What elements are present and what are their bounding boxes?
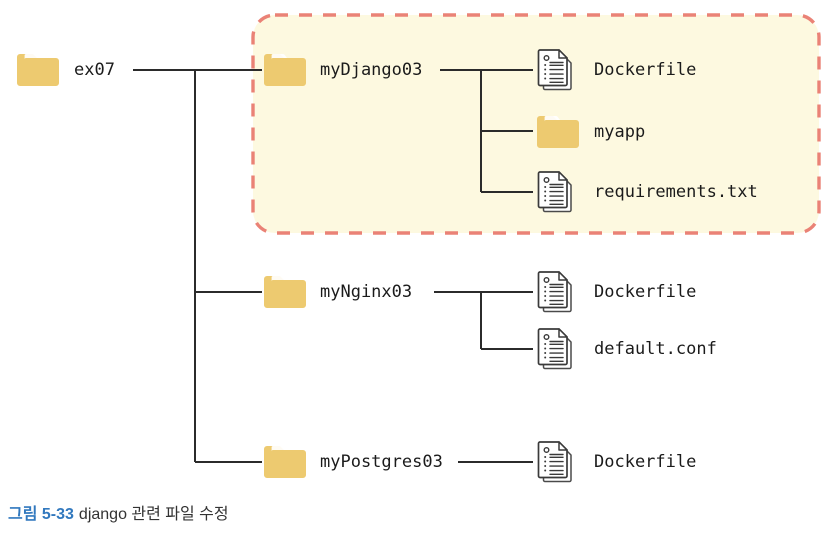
folder-icon-myapp [537, 116, 579, 148]
node-label-mypostgres03: myPostgres03 [320, 452, 443, 472]
folder-icon-mydjango03 [264, 54, 306, 86]
figure-caption-number: 그림 5-33 [8, 506, 74, 523]
file-icon-dockerfile-postgres [537, 441, 572, 483]
node-label-myapp: myapp [594, 122, 646, 142]
tree-connectors [133, 69, 533, 463]
node-label-ex07: ex07 [74, 60, 115, 80]
highlight-region-django [251, 13, 821, 235]
folder-icon-ex07 [17, 54, 59, 86]
file-icon-default-conf [537, 328, 572, 370]
node-label-mynginx03: myNginx03 [320, 282, 413, 302]
folder-icon-mynginx03 [264, 276, 306, 308]
file-icon-dockerfile-django [537, 49, 572, 91]
file-icon-requirements-txt [537, 171, 572, 213]
node-label-dockerfile-nginx: Dockerfile [594, 282, 697, 302]
file-icon-dockerfile-nginx [537, 271, 572, 313]
node-label-default-conf: default.conf [594, 339, 717, 359]
node-label-requirements-txt: requirements.txt [594, 182, 758, 202]
node-label-dockerfile-postgres: Dockerfile [594, 452, 697, 472]
node-label-mydjango03: myDjango03 [320, 60, 423, 80]
node-label-dockerfile-django: Dockerfile [594, 60, 697, 80]
figure-caption-text: django 관련 파일 수정 [78, 506, 229, 523]
folder-icon-mypostgres03 [264, 446, 306, 478]
